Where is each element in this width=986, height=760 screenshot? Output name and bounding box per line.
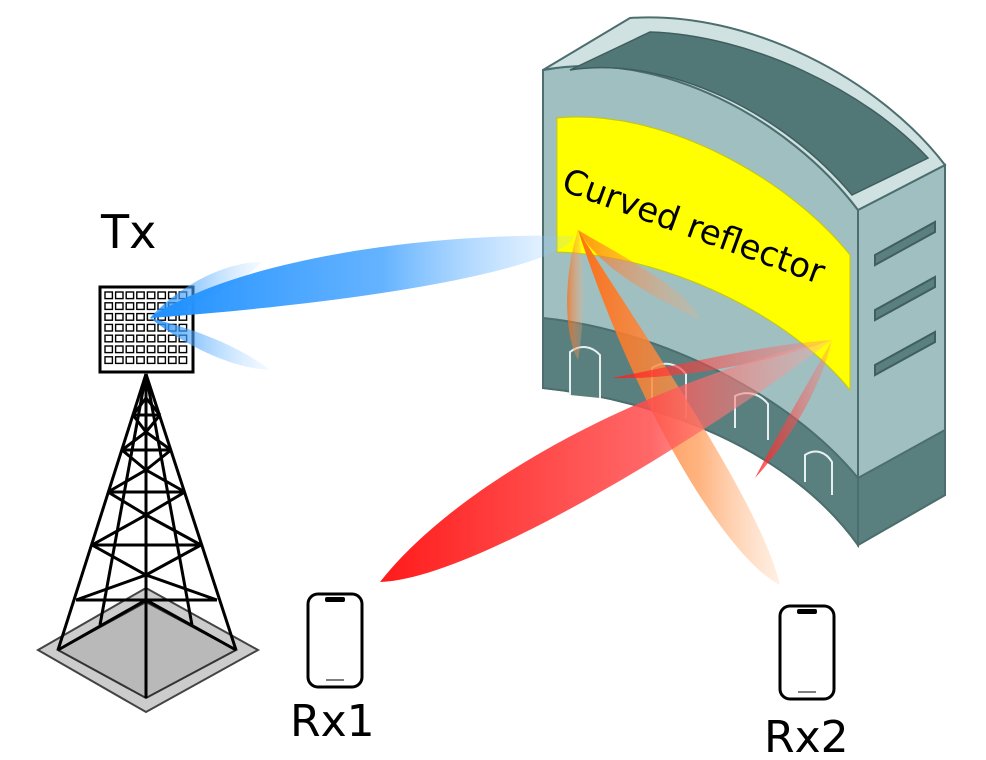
reflected-beam-rx2-side-lobe xyxy=(578,230,700,320)
antenna-element xyxy=(136,312,145,321)
reflected-beam-rx2-side-lobe-2 xyxy=(567,230,584,360)
antenna-element xyxy=(146,334,156,343)
receiver-2-label: Rx2 xyxy=(764,712,849,760)
antenna-element xyxy=(167,334,177,343)
antenna-element xyxy=(104,291,114,300)
antenna-element xyxy=(136,345,145,354)
transmitter-label: Tx xyxy=(100,205,156,259)
antenna-element xyxy=(136,302,145,311)
antenna-element xyxy=(146,291,156,300)
reflected-beam-rx1-side-lobe-bottom xyxy=(755,340,832,478)
antenna-element xyxy=(114,323,124,332)
antenna-element xyxy=(167,356,177,365)
antenna-element xyxy=(146,302,156,311)
smartphone-icon-rx2 xyxy=(778,604,836,701)
curved-reflector-surface xyxy=(556,116,851,392)
antenna-element xyxy=(125,356,135,365)
reflected-beam-rx1 xyxy=(380,340,832,582)
antenna-element xyxy=(114,302,124,311)
antenna-element xyxy=(167,345,177,354)
reflected-beam-rx1-side-lobe-top xyxy=(612,340,832,379)
incident-beam xyxy=(150,235,575,370)
antenna-element xyxy=(125,345,135,354)
antenna-element xyxy=(136,291,145,300)
antenna-element xyxy=(157,334,167,343)
antenna-element xyxy=(157,356,167,365)
building-side-windows xyxy=(874,220,936,377)
antenna-element xyxy=(125,302,135,311)
antenna-element xyxy=(125,334,135,343)
smartphone-icon-rx1 xyxy=(306,592,364,689)
receiver-1-label: Rx1 xyxy=(290,696,375,747)
antenna-element xyxy=(104,302,114,311)
antenna-element xyxy=(114,291,124,300)
antenna-element xyxy=(136,323,145,332)
antenna-element xyxy=(125,291,135,300)
incident-beam-main-lobe xyxy=(150,235,575,318)
antenna-element xyxy=(114,312,124,321)
antenna-element xyxy=(104,345,114,354)
antenna-element xyxy=(157,291,167,300)
antenna-element xyxy=(114,334,124,343)
lattice-tower-icon xyxy=(35,373,261,714)
antenna-element xyxy=(146,345,156,354)
building-roof-inner xyxy=(569,31,930,196)
antenna-element xyxy=(136,334,145,343)
antenna-element xyxy=(136,356,145,365)
antenna-element xyxy=(146,323,156,332)
antenna-element xyxy=(157,345,167,354)
antenna-element xyxy=(125,312,135,321)
antenna-element xyxy=(114,356,124,365)
antenna-element xyxy=(114,345,124,354)
antenna-element xyxy=(104,312,114,321)
antenna-element xyxy=(104,356,114,365)
antenna-element xyxy=(178,345,188,354)
antenna-element xyxy=(146,356,156,365)
incident-beam-side-lobe-bottom xyxy=(150,318,270,370)
antenna-element xyxy=(178,356,188,365)
reflected-beam-rx1-main-lobe xyxy=(380,340,832,582)
antenna-element xyxy=(125,323,135,332)
antenna-element xyxy=(104,334,114,343)
antenna-element xyxy=(104,323,114,332)
